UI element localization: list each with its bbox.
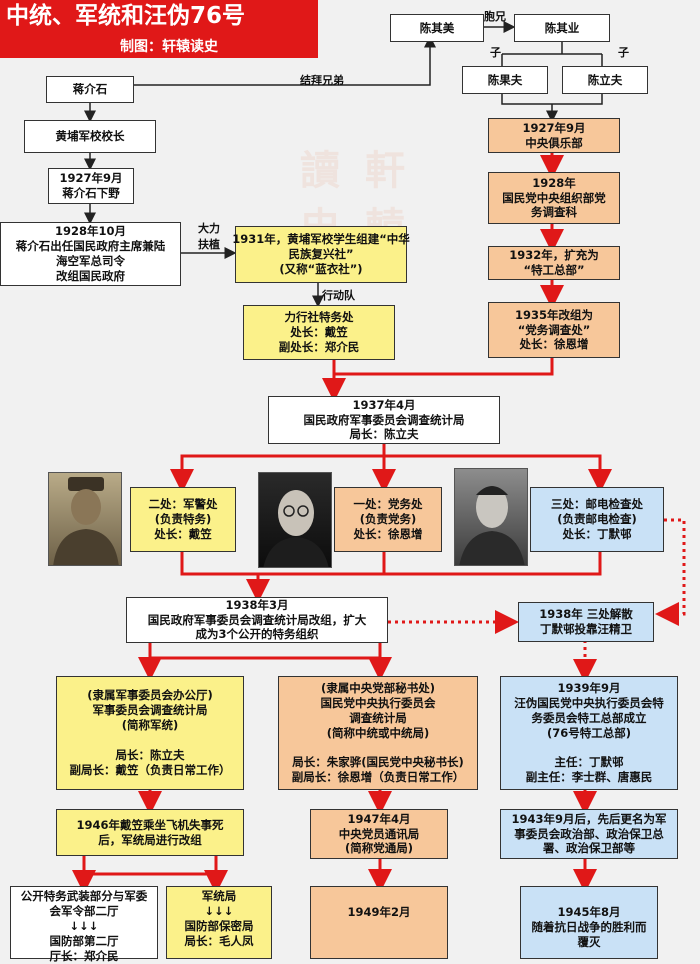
node-erchu: 二处：军警处(负责特务)处长：戴笠 xyxy=(130,487,236,552)
watermark-char: 讀 xyxy=(300,148,340,194)
node-julebu: 1927年9月中央俱乐部 xyxy=(488,118,620,153)
node-guofangbu-er: 公开特务武装部分与军委会军令部二厅↓↓↓国防部第二厅厅长：郑介民 xyxy=(10,886,158,963)
label-dali: 大力 xyxy=(198,222,220,235)
node-sanchu: 三处：邮电检查处(负责邮电检查)处长：丁默邨 xyxy=(530,487,664,552)
node-lixingshe: 力行社特务处处长：戴笠副处长：郑介民 xyxy=(243,305,395,360)
label-fuzhi: 扶植 xyxy=(198,238,220,251)
node-chen-qimei: 陈其美 xyxy=(390,14,484,42)
node-chen-guofu: 陈果夫 xyxy=(462,66,548,94)
page-subtitle: 制图：轩辕读史 xyxy=(120,39,218,55)
node-yichu: 一处：党务处(负责党务)处长：徐恩增 xyxy=(334,487,442,552)
label-paoxiong: 胞兄 xyxy=(484,10,506,23)
node-dangwu: 1935年改组为“党务调查处”处长：徐恩增 xyxy=(488,302,620,358)
node-zhuxi: 1928年10月蒋介石出任国民政府主席兼陆海空军总司令改组国民政府 xyxy=(0,222,181,286)
node-dangtong: 1947年4月中央党员通讯局(简称党通局) xyxy=(310,809,448,859)
node-fumie: 1945年8月随着抗日战争的胜利而覆灭 xyxy=(520,886,658,959)
label-zi-left: 子 xyxy=(490,46,501,59)
portrait-officer-icon xyxy=(48,472,122,566)
node-gengming: 1943年9月后，先后更名为军事委员会政治部、政治保卫总署、政治保卫部等 xyxy=(500,809,678,859)
node-xiaye: 1927年9月蒋介石下野 xyxy=(48,168,134,204)
portrait-glasses-man-icon xyxy=(258,472,332,568)
node-qishiliu: 1939年9月汪伪国民党中央执行委员会特务委员会特工总部成立(76号特工总部) … xyxy=(500,676,678,790)
label-xingdongdui: 行动队 xyxy=(322,289,355,302)
node-jiesan: 1938年 三处解散丁默邨投靠汪精卫 xyxy=(518,602,654,642)
node-diaochake: 1928年国民党中央组织部党务调查科 xyxy=(488,172,620,224)
node-jiang: 蒋介石 xyxy=(46,76,134,103)
node-juntong-ju: 军统局↓↓↓国防部保密局局长：毛人凤 xyxy=(166,886,272,959)
title-banner: 中统、军统和汪伪76号 制图：轩辕读史 xyxy=(0,0,318,58)
node-1949: 1949年2月 xyxy=(310,886,448,959)
portrait-young-man-icon xyxy=(454,468,528,566)
node-chen-qiye: 陈其业 xyxy=(514,14,610,42)
label-zi-right: 子 xyxy=(618,46,629,59)
node-juntong: (隶属军事委员会办公厅)军事委员会调查统计局(简称军统) 局长：陈立夫副局长：戴… xyxy=(56,676,244,790)
node-zhongtong: (隶属中央党部秘书处)国民党中央执行委员会调查统计局(简称中统或中统局) 局长：… xyxy=(278,676,478,790)
node-gaizu: 1938年3月国民政府军事委员会调查统计局改组，扩大成为3个公开的特务组织 xyxy=(126,597,388,643)
node-tongjiju: 1937年4月国民政府军事委员会调查统计局局长：陈立夫 xyxy=(268,396,500,444)
label-jiebai: 结拜兄弟 xyxy=(300,74,344,87)
node-huangpu: 黄埔军校校长 xyxy=(24,120,156,153)
node-chen-lifu: 陈立夫 xyxy=(562,66,648,94)
page-title: 中统、军统和汪伪76号 xyxy=(6,3,246,29)
node-daili-death: 1946年戴笠乘坐飞机失事死后，军统局进行改组 xyxy=(56,809,244,856)
node-fuxingshe: 1931年，黄埔军校学生组建“中华民族复兴社”(又称“蓝衣社”) xyxy=(232,226,410,283)
watermark-char: 軒 xyxy=(365,148,405,194)
node-tegongzongbu: 1932年，扩充为“特工总部” xyxy=(488,246,620,280)
